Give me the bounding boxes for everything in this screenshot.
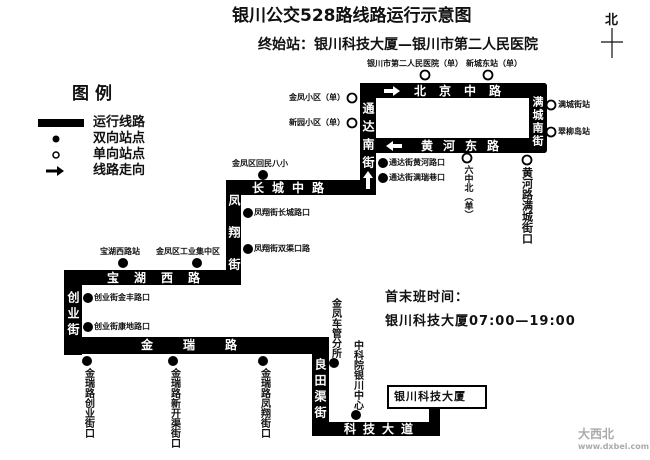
station-label: 新园小区（单）	[289, 118, 345, 127]
station-label: 新城东站（单）	[466, 59, 522, 68]
watermark-logo: 大西北 www.dxbei.com	[553, 425, 649, 451]
north-arrow-icon	[601, 28, 623, 58]
page-title: 银川公交528路线路运行示意图	[232, 6, 472, 26]
station-label: 宝湖西路站	[100, 247, 140, 256]
stop-tongda-manrui	[378, 173, 388, 183]
arrow-right-icon	[384, 86, 400, 96]
road-beijing	[360, 83, 547, 98]
road-chuangye	[64, 270, 82, 355]
station-label: 金凤车管分所	[329, 298, 341, 358]
stop-huimin-8	[258, 170, 268, 180]
stop-industrial	[192, 258, 202, 268]
road-fengxiang	[226, 180, 241, 285]
road-mancheng	[529, 83, 547, 153]
road-label-liangtian: 良田渠街	[313, 358, 327, 422]
stop-tongda-huanghe	[378, 158, 388, 168]
station-label: 中科院银川中心	[351, 340, 363, 410]
road-label-keji: 科技大道	[344, 422, 421, 436]
station-label: 金凤区回民八小	[232, 159, 288, 168]
station-label: 翠柳岛站	[558, 127, 590, 136]
stop-fengxiang-changcheng	[243, 208, 253, 218]
road-connector	[429, 405, 440, 436]
terminal-box-label: 银川科技大厦	[394, 390, 466, 403]
stop-chuangye-kangdi	[83, 322, 93, 332]
legend-hollow-circle-icon	[52, 151, 60, 159]
stop-huanghe-mancheng	[521, 154, 533, 166]
station-label: 黄河路满城街口	[520, 167, 534, 244]
arrow-left-icon	[386, 141, 402, 151]
legend-label-two-way: 双向站点	[93, 131, 146, 146]
stop-cas-center	[351, 410, 361, 420]
road-keji	[312, 422, 440, 436]
station-label: 金瑞路新开渠街口	[168, 368, 180, 448]
station-label: 金凤小区（单）	[289, 93, 345, 102]
legend-line-symbol	[38, 119, 84, 127]
watermark-name: 大西北	[578, 427, 615, 441]
stop-jinfeng-xiaoqu	[346, 92, 358, 104]
road-label-jinrui: 金瑞路	[141, 338, 268, 352]
legend-arrow-icon	[46, 166, 64, 176]
schedule-heading: 首末班时间：	[385, 290, 470, 305]
road-jinrui	[64, 337, 328, 354]
road-label-mancheng: 满城南街	[531, 96, 544, 148]
station-label: 创业街康地路口	[94, 322, 150, 331]
road-baohu	[64, 270, 241, 285]
station-label: 创业街金丰路口	[94, 293, 150, 302]
road-label-huanghe: 黄河东路	[421, 139, 510, 153]
page-subtitle: 终始站：银川科技大厦—银川市第二人民医院	[258, 37, 538, 53]
stop-liuzhong-bei	[461, 152, 473, 164]
stop-chuangye-jinfeng	[83, 293, 93, 303]
stop-xinyuan-xiaoqu	[346, 117, 358, 129]
stop-jinrui-fengxiang	[258, 356, 268, 366]
stop-xincheng-east	[482, 69, 494, 81]
stop-jinrui-chuangye	[82, 356, 92, 366]
station-label: 金凤区工业集中区	[156, 247, 220, 256]
legend-title: 图例	[72, 84, 118, 104]
station-label: 银川市第二人民医院（单）	[367, 59, 463, 68]
arrow-up-icon	[363, 171, 373, 189]
stop-baohu-west	[118, 258, 128, 268]
road-label-beijing: 北京中路	[414, 84, 515, 98]
station-label: 六中北（单）	[462, 165, 473, 219]
station-label: 金瑞路创业街口	[82, 368, 94, 438]
stop-cheguan	[329, 358, 339, 368]
schedule-times: 银川科技大厦07:00—19:00	[385, 314, 576, 329]
legend-label-single: 单向站点	[93, 147, 146, 162]
road-huanghe	[360, 138, 547, 153]
station-label: 通达街黄河路口	[389, 158, 445, 167]
road-label-changcheng: 长城中路	[252, 181, 333, 195]
north-label: 北	[605, 13, 619, 28]
stop-cuiliu-dao	[545, 126, 557, 138]
station-label: 满城街站	[558, 100, 590, 109]
road-label-fengxiang: 凤翔街	[227, 194, 241, 290]
watermark-url: www.dxbei.com	[578, 442, 650, 451]
two-way-stops	[82, 158, 388, 420]
stop-jinrui-xinkaiqu	[168, 356, 178, 366]
road-label-chuangye: 创业街	[66, 291, 80, 339]
legend-filled-dot-icon	[52, 135, 60, 143]
road-tongda	[360, 83, 376, 195]
stop-mancheng-jie	[545, 99, 557, 111]
legend-label-direction: 线路走向	[93, 163, 146, 178]
stop-hospital2	[419, 69, 431, 81]
station-label: 凤翔街双渠口路	[254, 244, 310, 253]
road-changcheng	[226, 180, 376, 195]
stop-fengxiang-shuangqu	[243, 244, 253, 254]
single-direction-stops	[346, 69, 557, 166]
road-label-tongda: 通达南街	[361, 102, 375, 174]
terminal-box	[387, 385, 487, 409]
station-label: 金瑞路凤翔街口	[258, 368, 270, 438]
route-path	[64, 83, 547, 436]
road-liangtian	[312, 337, 329, 436]
legend-label-route: 运行线路	[93, 115, 146, 130]
station-label: 通达街满瑞巷口	[389, 173, 445, 182]
station-label: 凤翔街长城路口	[254, 208, 310, 217]
road-label-baohu: 宝湖西路	[107, 271, 216, 285]
